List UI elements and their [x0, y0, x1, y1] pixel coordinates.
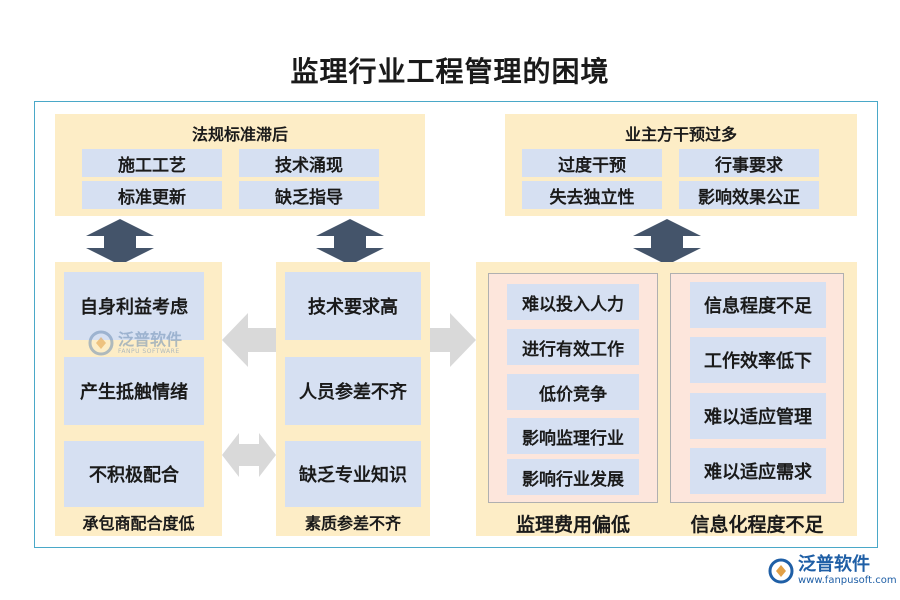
tile-self-interest: 自身利益考虑 [64, 272, 204, 340]
panel-regulation-lag-label: 法规标准滞后 [191, 125, 288, 144]
chip-over-intervention: 过度干预 [522, 149, 662, 177]
chip-lose-independence: 失去独立性 [522, 181, 662, 209]
tile-affect-supervision-industry: 影响监理行业 [507, 418, 639, 454]
tile-hard-adapt-management: 难以适应管理 [690, 393, 826, 439]
double-arrow-vertical-3 [633, 219, 701, 265]
tile-affect-industry-development: 影响行业发展 [507, 459, 639, 495]
watermark-sub: FANPU SOFTWARE [118, 348, 180, 355]
chip-construction-process: 施工工艺 [82, 149, 222, 177]
brand-logo: 泛普软件 www.fanpusoft.com [768, 555, 897, 586]
panel-quality-uneven-label: 素质参差不齐 [304, 514, 401, 533]
watermark: 泛普软件 FANPU SOFTWARE [88, 330, 182, 356]
arrow-right-light [430, 313, 476, 367]
panel-owner-intervention-label: 业主方干预过多 [624, 125, 737, 144]
double-arrow-horizontal-light [222, 433, 276, 477]
arrow-left-light [222, 313, 276, 367]
subpanel-low-fees-label: 监理费用偏低 [515, 514, 630, 536]
tile-resistance: 产生抵触情绪 [64, 357, 204, 425]
brand-logo-url: www.fanpusoft.com [798, 575, 897, 586]
chip-tech-emerging: 技术涌现 [239, 149, 379, 177]
tile-low-price-competition: 低价竞争 [507, 374, 639, 410]
tile-lack-expertise: 缺乏专业知识 [285, 441, 421, 507]
tile-info-insufficient: 信息程度不足 [690, 282, 826, 328]
tile-low-efficiency: 工作效率低下 [690, 337, 826, 383]
subpanel-informatization-label: 信息化程度不足 [690, 514, 824, 536]
diagram-frame [34, 101, 878, 548]
brand-logo-name: 泛普软件 [798, 554, 870, 575]
page-title: 监理行业工程管理的困境 [290, 55, 610, 88]
tile-not-cooperative: 不积极配合 [64, 441, 204, 507]
tile-high-tech-requirement: 技术要求高 [285, 272, 421, 340]
chip-affect-fairness: 影响效果公正 [679, 181, 819, 209]
tile-hard-to-invest-manpower: 难以投入人力 [507, 284, 639, 320]
tile-staff-uneven: 人员参差不齐 [285, 357, 421, 425]
brand-logo-icon [768, 558, 794, 583]
chip-lack-guidance: 缺乏指导 [239, 181, 379, 209]
watermark-name: 泛普软件 [118, 330, 183, 349]
chip-conduct-requirements: 行事要求 [679, 149, 819, 177]
chip-standard-update: 标准更新 [82, 181, 222, 209]
watermark-logo-icon [88, 330, 114, 356]
tile-hard-adapt-demand: 难以适应需求 [690, 448, 826, 494]
double-arrow-vertical-2 [316, 219, 384, 265]
tile-effective-work: 进行有效工作 [507, 329, 639, 365]
panel-contractor-cooperation-label: 承包商配合度低 [82, 514, 195, 533]
double-arrow-vertical-1 [86, 219, 154, 265]
